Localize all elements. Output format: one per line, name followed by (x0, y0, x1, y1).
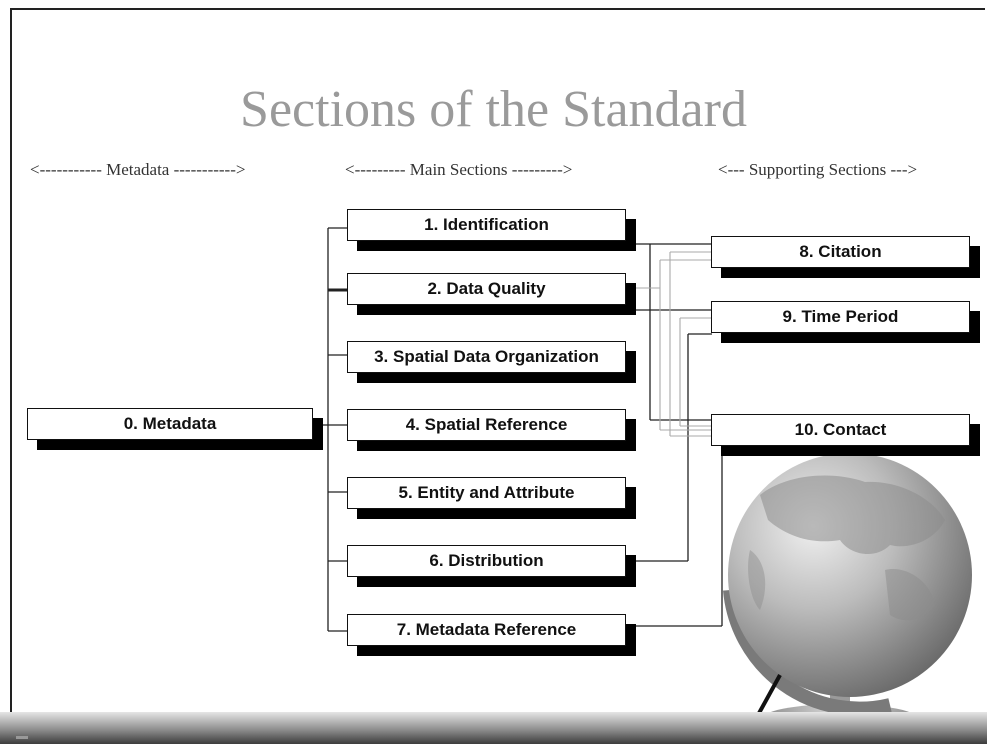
box-9-time-period: 9. Time Period (711, 301, 970, 333)
box-10-contact: 10. Contact (711, 414, 970, 446)
corner-mark (16, 736, 28, 739)
box-8-citation: 8. Citation (711, 236, 970, 268)
bottom-gradient-bar (0, 712, 987, 744)
page-title: Sections of the Standard (240, 81, 747, 138)
box-5-entity-and-attribute: 5. Entity and Attribute (347, 477, 626, 509)
main-sections-column-header: <--------- Main Sections ---------> (345, 160, 573, 179)
box-0-metadata: 0. Metadata (27, 408, 313, 440)
box-2-data-quality: 2. Data Quality (347, 273, 626, 305)
box-1-identification: 1. Identification (347, 209, 626, 241)
box-4-spatial-reference: 4. Spatial Reference (347, 409, 626, 441)
supporting-sections-column-header: <--- Supporting Sections ---> (718, 160, 918, 179)
slide-frame (10, 8, 985, 744)
box-3-spatial-data-organization: 3. Spatial Data Organization (347, 341, 626, 373)
box-6-distribution: 6. Distribution (347, 545, 626, 577)
box-7-metadata-reference: 7. Metadata Reference (347, 614, 626, 646)
metadata-column-header: <----------- Metadata -----------> (30, 160, 246, 179)
